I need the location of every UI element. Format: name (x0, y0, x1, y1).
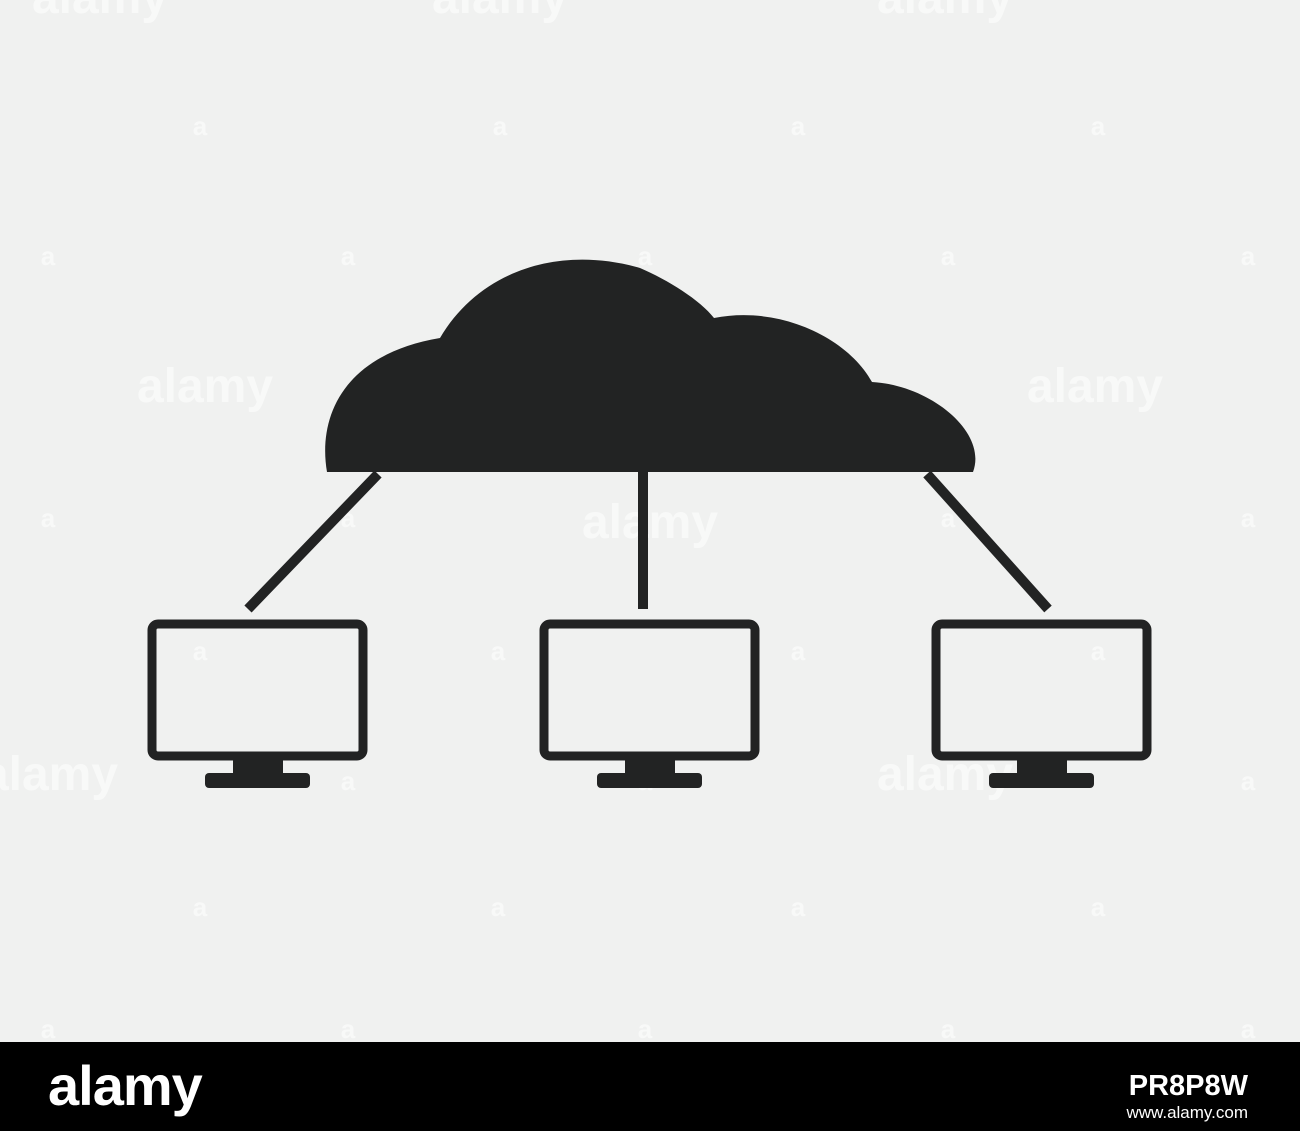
watermark-text: alamy (582, 496, 718, 549)
monitor-screen (147, 619, 368, 761)
watermark-text: alamy (1027, 360, 1163, 413)
watermark-letter: a (493, 111, 508, 141)
watermark-text: alamy (0, 748, 118, 801)
watermark-letter: a (941, 241, 956, 271)
watermark-letter: a (1241, 766, 1256, 796)
diagram-canvas: alamyalamyalamyalamyalamyalamyalamyalamy… (0, 0, 1300, 1042)
footer-bar: alamy PR8P8W (0, 1042, 1300, 1131)
watermark-letter: a (791, 111, 806, 141)
watermark-letter: a (41, 241, 56, 271)
monitor-base (989, 773, 1094, 788)
image-id-label: PR8P8W (1128, 1070, 1248, 1102)
monitor-neck (1017, 760, 1067, 774)
monitor-screen (931, 619, 1152, 761)
monitor-base (597, 773, 702, 788)
watermark-letter: a (193, 636, 208, 666)
computer-right (931, 619, 1152, 788)
watermark-letter: a (41, 1014, 56, 1042)
watermark-letter: a (941, 1014, 956, 1042)
watermark-letter: a (491, 636, 506, 666)
connection-line-right (923, 470, 1052, 613)
watermark-letter: a (638, 241, 653, 271)
watermark-text: alamy (877, 0, 1013, 24)
footer-url: www.alamy.com (1126, 1103, 1248, 1122)
watermark-letter: a (1241, 241, 1256, 271)
monitor-screen (539, 619, 760, 761)
monitor-neck (233, 760, 283, 774)
watermark-text: alamy (137, 360, 273, 413)
watermark-letter: a (1091, 636, 1106, 666)
watermark-letter: a (1091, 111, 1106, 141)
monitor-neck (625, 760, 675, 774)
watermark-letter: a (638, 1014, 653, 1042)
watermark-letter: a (1091, 892, 1106, 922)
diagram-background (0, 0, 1300, 1042)
watermark-letter: a (791, 636, 806, 666)
watermark-text: alamy (432, 0, 568, 24)
computer-left (147, 619, 368, 788)
monitor-base (205, 773, 310, 788)
watermark-layer: alamyalamyalamyalamyalamyalamyalamyalamy… (0, 0, 1256, 1042)
watermark-letter: a (41, 503, 56, 533)
watermark-letter: a (193, 111, 208, 141)
connection-lines (244, 470, 1052, 613)
connection-line-left (244, 470, 382, 613)
watermark-letter: a (1241, 1014, 1256, 1042)
watermark-text: alamy (32, 0, 168, 24)
watermark-letter: a (1241, 503, 1256, 533)
watermark-letter: a (491, 892, 506, 922)
watermark-letter: a (341, 241, 356, 271)
network-diagram: alamyalamyalamyalamyalamyalamyalamyalamy… (0, 0, 1300, 1042)
watermark-letter: a (193, 892, 208, 922)
cloud-icon (325, 259, 976, 472)
brand-logo: alamy (48, 1054, 203, 1117)
watermark-letter: a (791, 892, 806, 922)
computer-center (539, 619, 760, 788)
watermark-letter: a (941, 503, 956, 533)
watermark-letter: a (341, 1014, 356, 1042)
watermark-letter: a (341, 766, 356, 796)
